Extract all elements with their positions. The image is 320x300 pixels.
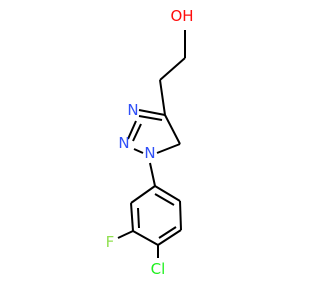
bond-n2-n1 [133, 148, 144, 154]
bond-ch2-c4 [159, 79, 166, 116]
bond-ch2-ch2 [159, 57, 186, 81]
bond-c4-n3-double [138, 115, 163, 121]
structure-diagram: OH N N N F Cl [106, 7, 194, 278]
bond-ar6-ar1 [154, 185, 181, 202]
atom-label-n2: N [118, 134, 129, 152]
bond-n3-n2-double [132, 123, 142, 142]
bond-c5-c4 [164, 114, 181, 145]
bond-n3-n2 [127, 120, 137, 140]
atom-label-oh: OH [170, 7, 193, 25]
bond-ar4-ar5 [157, 229, 182, 246]
bond-ar5-ar6 [179, 200, 182, 231]
bond-ar3-f [117, 230, 134, 239]
bond-n1-aryl [149, 162, 156, 187]
bond-ar6-ar1-inner [154, 193, 175, 206]
bond-n1-c5 [156, 143, 181, 154]
atom-label-f: F [106, 233, 115, 251]
bond-ar2-ar3 [130, 202, 134, 232]
atom-label-cl: Cl [151, 260, 166, 278]
bond-ar4-ar5-inner [158, 226, 177, 239]
molecule-canvas: OH N N N F Cl [105, 7, 194, 278]
bond-c4-n3 [138, 109, 166, 116]
atom-label-n1: N [144, 144, 155, 162]
atom-label-n3: N [127, 101, 138, 119]
bond-ar2-ar3-inner [137, 207, 140, 229]
bond-ar3-ar4 [132, 230, 159, 246]
bond-ar1-ar2 [130, 185, 156, 204]
